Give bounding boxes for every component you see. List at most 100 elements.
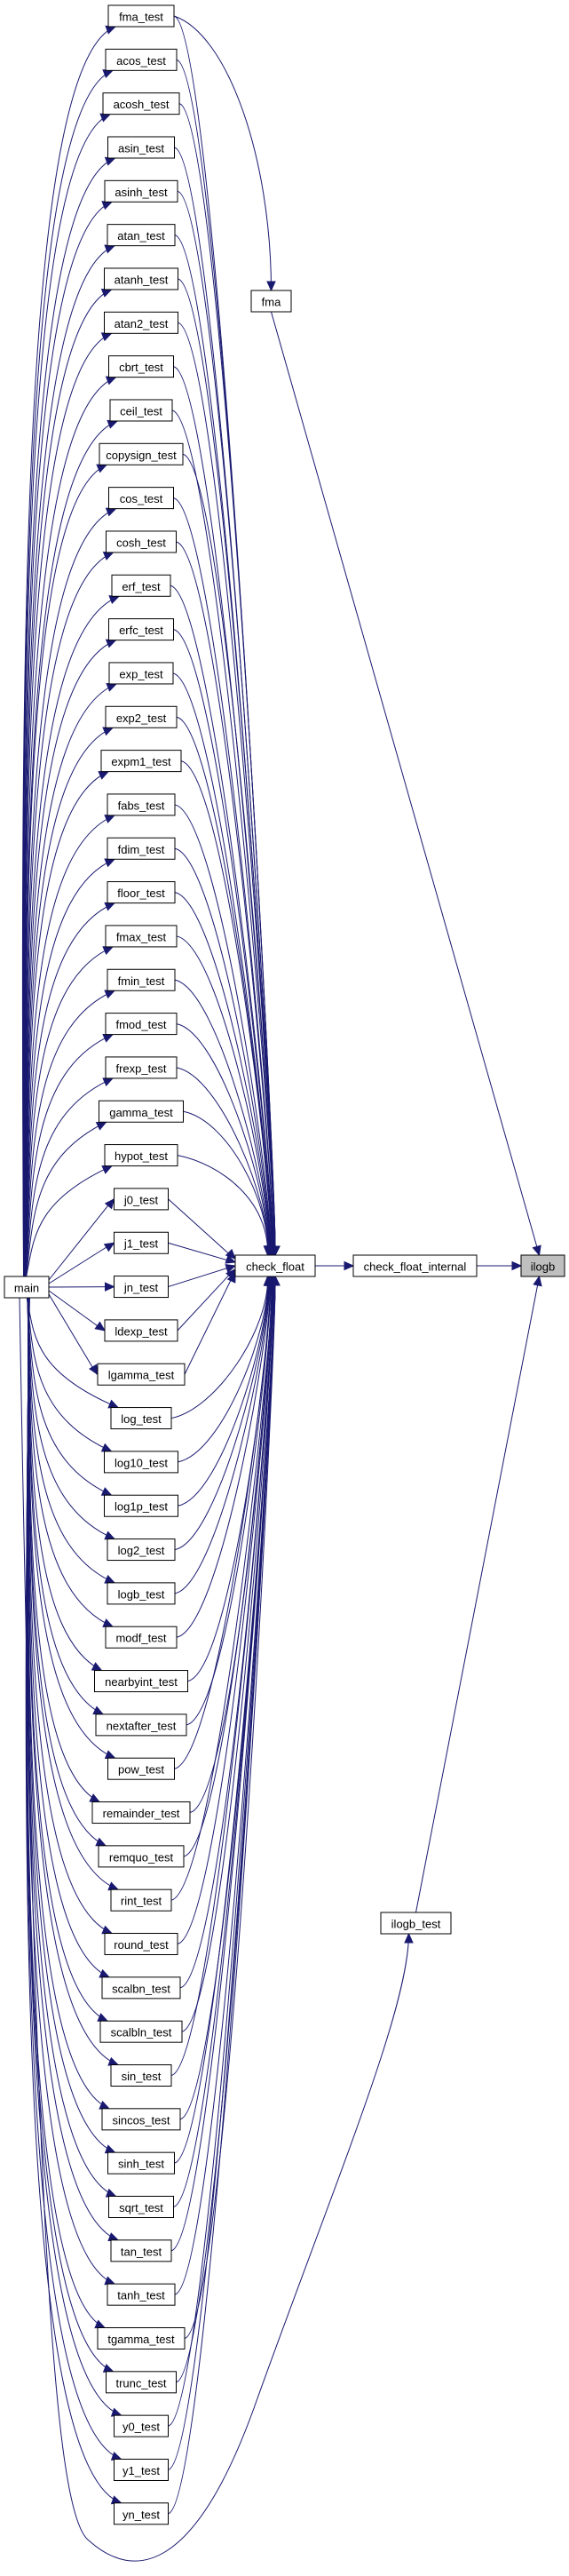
node-fmax-test[interactable]: fmax_test — [105, 925, 178, 948]
node-y1-test[interactable]: y1_test — [114, 2458, 169, 2481]
node-box[interactable] — [108, 662, 174, 685]
node-box[interactable] — [107, 1757, 175, 1780]
node-floor-test[interactable]: floor_test — [107, 881, 176, 904]
node-sincos-test[interactable]: sincos_test — [101, 2108, 181, 2131]
node-atanh-test[interactable]: atanh_test — [104, 267, 178, 290]
node-box[interactable] — [110, 1888, 172, 1912]
node-box[interactable] — [108, 355, 174, 378]
node-acos-test[interactable]: acos_test — [105, 48, 178, 71]
node-box[interactable] — [109, 399, 173, 422]
node-box[interactable] — [106, 530, 177, 553]
node-asin-test[interactable]: asin_test — [107, 136, 175, 159]
node-ilogb[interactable]: ilogb — [520, 1254, 565, 1277]
node-box[interactable] — [98, 1845, 185, 1868]
node-copysign-test[interactable]: copysign_test — [99, 442, 184, 465]
node-remainder-test[interactable]: remainder_test — [91, 1801, 191, 1825]
node-box[interactable] — [114, 2414, 169, 2437]
node-box[interactable] — [99, 2020, 183, 2043]
node-box[interactable] — [107, 1582, 176, 1605]
node-check-float-internal[interactable]: check_float_internal — [352, 1254, 478, 1277]
node-box[interactable] — [380, 1912, 452, 1935]
node-box[interactable] — [95, 1713, 187, 1737]
node-frexp-test[interactable]: frexp_test — [105, 1056, 178, 1079]
node-box[interactable] — [114, 2458, 169, 2481]
node-fdim-test[interactable]: fdim_test — [107, 837, 176, 860]
node-exp2-test[interactable]: exp2_test — [105, 705, 178, 728]
node-fmin-test[interactable]: fmin_test — [107, 968, 176, 991]
node-trunc-test[interactable]: trunc_test — [106, 2371, 177, 2394]
node-check-float[interactable]: check_float — [234, 1254, 316, 1277]
node-box[interactable] — [105, 1626, 178, 1649]
node-lgamma-test[interactable]: lgamma_test — [97, 1363, 186, 1386]
node-gamma-test[interactable]: gamma_test — [99, 1100, 184, 1123]
node-box[interactable] — [107, 2283, 176, 2306]
node-scalbn-test[interactable]: scalbn_test — [101, 1976, 181, 2000]
node-box[interactable] — [104, 1933, 178, 1956]
node-box[interactable] — [114, 1231, 169, 1254]
node-cos-test[interactable]: cos_test — [108, 487, 174, 510]
node-asinh-test[interactable]: asinh_test — [104, 179, 178, 203]
node-box[interactable] — [105, 925, 178, 948]
node-yn-test[interactable]: yn_test — [114, 2502, 169, 2525]
node-fma-test[interactable]: fma_test — [107, 4, 175, 28]
node-box[interactable] — [101, 2108, 181, 2131]
node-box[interactable] — [104, 179, 178, 203]
node-ceil-test[interactable]: ceil_test — [109, 399, 173, 422]
node-sqrt-test[interactable]: sqrt_test — [108, 2196, 174, 2218]
node-modf-test[interactable]: modf_test — [105, 1626, 178, 1649]
node-box[interactable] — [107, 2151, 175, 2174]
node-scalbln-test[interactable]: scalbln_test — [99, 2020, 183, 2043]
node-box[interactable] — [110, 2239, 172, 2262]
node-cosh-test[interactable]: cosh_test — [106, 530, 177, 553]
node-box[interactable] — [108, 2196, 174, 2218]
node-box[interactable] — [352, 1254, 478, 1277]
node-log1p-test[interactable]: log1p_test — [104, 1494, 178, 1517]
node-box[interactable] — [110, 2064, 172, 2087]
node-box[interactable] — [107, 1538, 176, 1562]
node-jn-test[interactable]: jn_test — [114, 1276, 169, 1299]
node-pow-test[interactable]: pow_test — [107, 1757, 175, 1780]
node-box[interactable] — [105, 705, 178, 728]
node-erfc-test[interactable]: erfc_test — [108, 618, 174, 641]
node-box[interactable] — [105, 1013, 178, 1036]
node-nearbyint-test[interactable]: nearbyint_test — [94, 1670, 188, 1693]
node-box[interactable] — [97, 2326, 186, 2349]
node-box[interactable] — [101, 1976, 181, 2000]
node-y0-test[interactable]: y0_test — [114, 2414, 169, 2437]
node-tan-test[interactable]: tan_test — [110, 2239, 172, 2262]
node-box[interactable] — [111, 574, 171, 597]
node-atan-test[interactable]: atan_test — [107, 224, 176, 247]
node-tgamma-test[interactable]: tgamma_test — [97, 2326, 186, 2349]
node-box[interactable] — [94, 1670, 188, 1693]
node-log-test[interactable]: log_test — [110, 1407, 172, 1430]
node-fmod-test[interactable]: fmod_test — [105, 1013, 178, 1036]
node-erf-test[interactable]: erf_test — [111, 574, 171, 597]
node-box[interactable] — [234, 1254, 316, 1277]
node-tanh-test[interactable]: tanh_test — [107, 2283, 176, 2306]
node-fma[interactable]: fma — [250, 290, 292, 313]
node-box[interactable] — [107, 136, 175, 159]
node-main[interactable]: main — [4, 1276, 50, 1299]
node-box[interactable] — [108, 487, 174, 510]
node-box[interactable] — [99, 1100, 184, 1123]
node-box[interactable] — [104, 1494, 178, 1517]
node-box[interactable] — [100, 750, 182, 773]
node-exp-test[interactable]: exp_test — [108, 662, 174, 685]
node-box[interactable] — [104, 1451, 178, 1474]
node-box[interactable] — [107, 837, 176, 860]
node-box[interactable] — [91, 1801, 191, 1825]
node-j0-test[interactable]: j0_test — [114, 1188, 169, 1211]
node-box[interactable] — [97, 1363, 186, 1386]
node-box[interactable] — [114, 2502, 169, 2525]
node-box[interactable] — [520, 1254, 565, 1277]
node-box[interactable] — [250, 290, 292, 313]
node-atan2-test[interactable]: atan2_test — [104, 311, 178, 334]
node-box[interactable] — [105, 48, 178, 71]
node-box[interactable] — [105, 1056, 178, 1079]
node-sin-test[interactable]: sin_test — [110, 2064, 172, 2087]
node-log10-test[interactable]: log10_test — [104, 1451, 178, 1474]
node-box[interactable] — [107, 4, 175, 28]
node-ldexp-test[interactable]: ldexp_test — [104, 1319, 178, 1342]
node-rint-test[interactable]: rint_test — [110, 1888, 172, 1912]
node-box[interactable] — [104, 267, 178, 290]
